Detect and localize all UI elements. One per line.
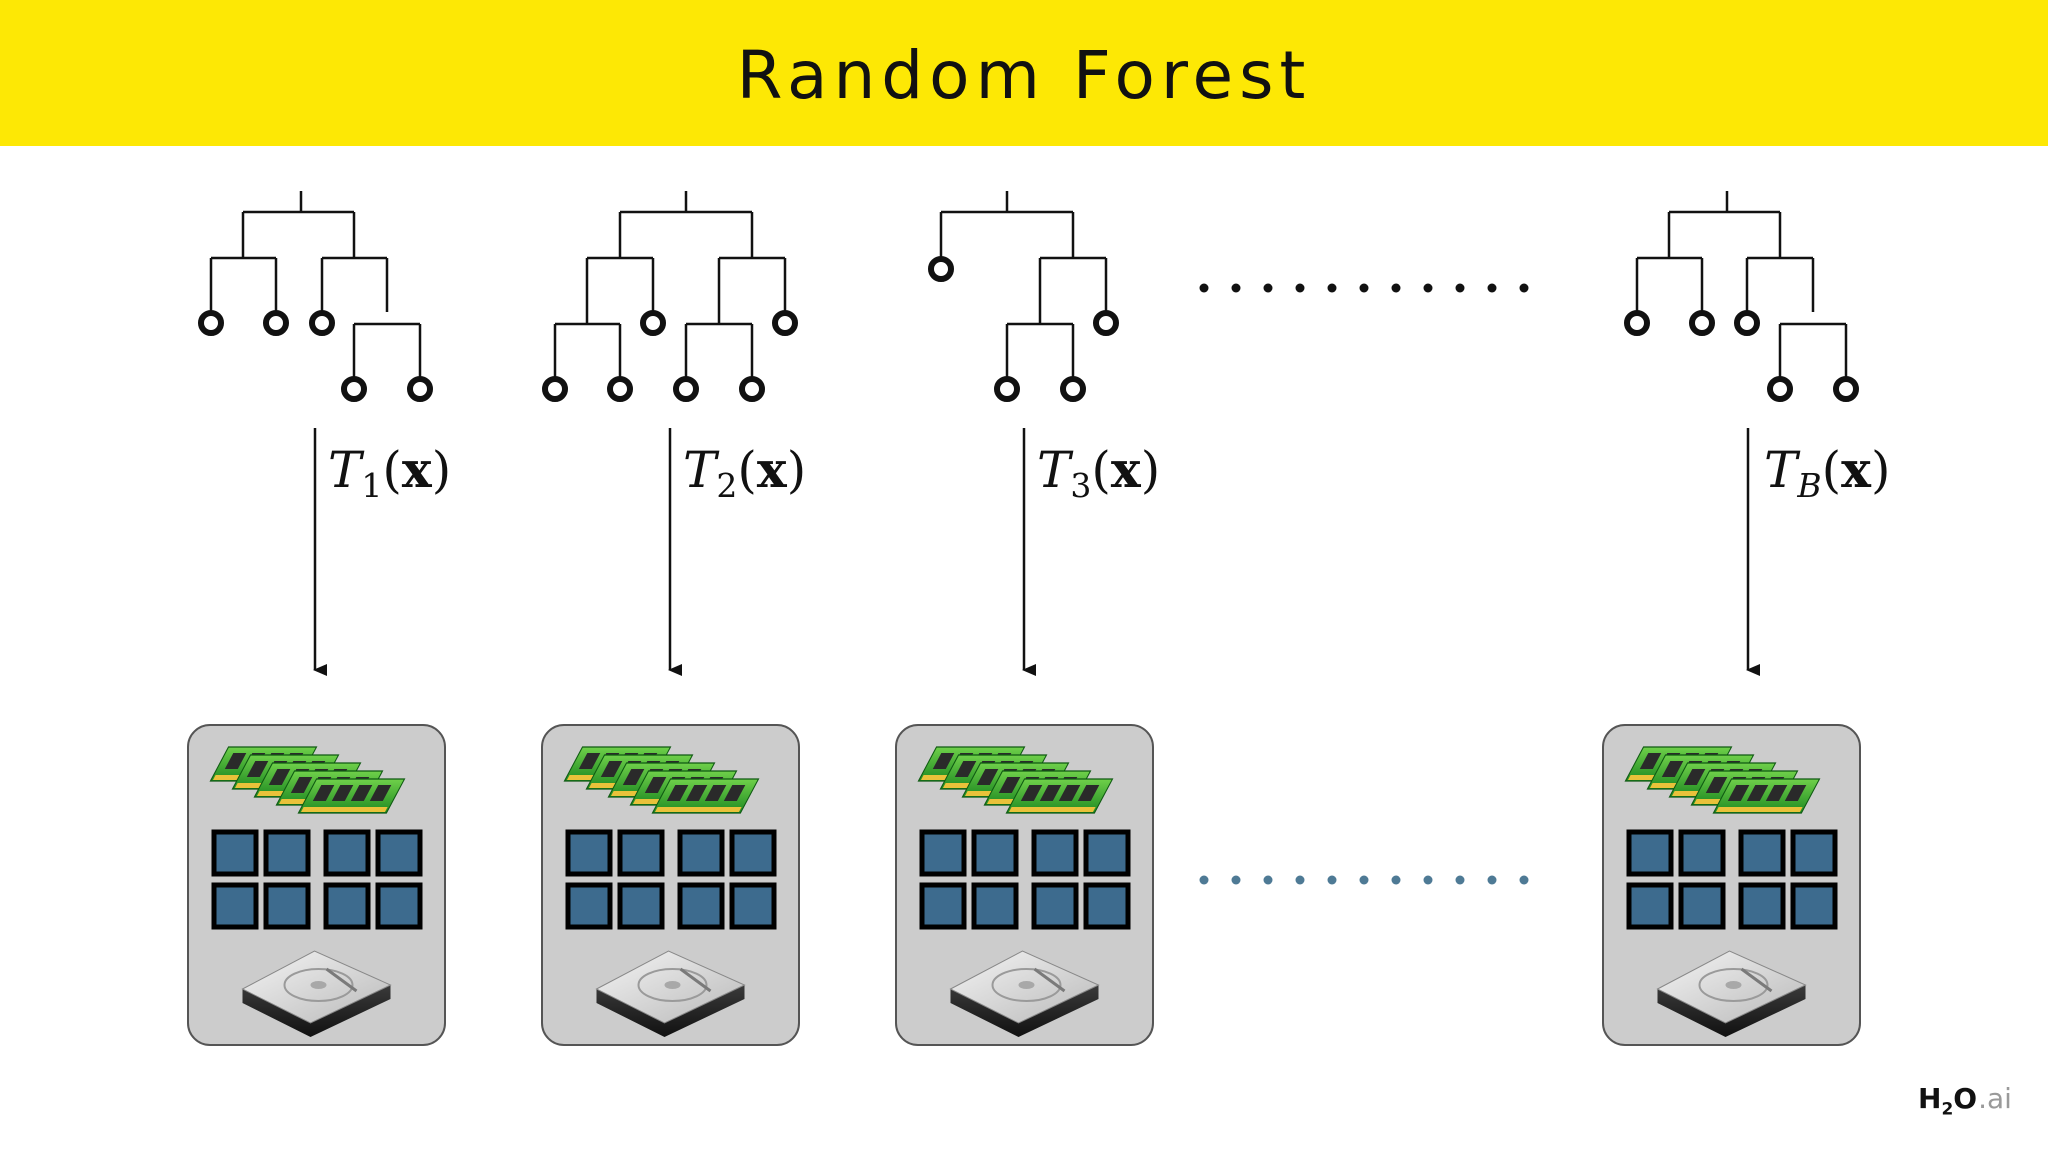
- compute-node-4: [1602, 724, 1861, 1046]
- tree-label-2: T2(x): [683, 440, 806, 505]
- leaf-node: [309, 310, 335, 336]
- tree-label-3: T3(x): [1037, 440, 1160, 505]
- cpu-cores-icon: [565, 829, 777, 930]
- memory-icon: [917, 746, 1114, 814]
- compute-node-2: [541, 724, 800, 1046]
- leaf-node: [1624, 310, 1650, 336]
- leaf-node: [198, 310, 224, 336]
- title-bar: Random Forest: [0, 0, 2048, 146]
- leaf-node: [542, 376, 568, 402]
- tree-1: [198, 191, 433, 402]
- leaf-node: [1767, 376, 1793, 402]
- hard-drive-icon: [241, 950, 392, 1037]
- cpu-cores-icon: [919, 829, 1131, 930]
- leaf-node: [928, 256, 954, 282]
- cpu-cores-icon: [1626, 829, 1838, 930]
- page-title: Random Forest: [736, 36, 1312, 114]
- leaf-node: [1060, 376, 1086, 402]
- leaf-node: [1689, 310, 1715, 336]
- compute-nodes: [187, 724, 1861, 1046]
- h2o-ai-logo: H2O.ai: [1918, 1082, 2012, 1120]
- cpu-cores-icon: [211, 829, 423, 930]
- tree-2: [542, 191, 798, 402]
- compute-node-3: [895, 724, 1154, 1046]
- tree-label-b: TB(x): [1764, 440, 1890, 505]
- tree-3: [928, 191, 1119, 402]
- leaf-node: [640, 310, 666, 336]
- leaf-node: [341, 376, 367, 402]
- leaf-node: [1833, 376, 1859, 402]
- top-ellipsis: [1199, 283, 1529, 293]
- memory-icon: [209, 746, 406, 814]
- tree-label-1: T1(x): [328, 440, 451, 505]
- hard-drive-icon: [595, 950, 746, 1037]
- hard-drive-icon: [1656, 950, 1807, 1037]
- hard-drive-icon: [949, 950, 1100, 1037]
- leaf-node: [607, 376, 633, 402]
- leaf-node: [1734, 310, 1760, 336]
- leaf-node: [994, 376, 1020, 402]
- bottom-ellipsis: [1199, 875, 1529, 885]
- leaf-node: [673, 376, 699, 402]
- leaf-node: [407, 376, 433, 402]
- leaf-node: [739, 376, 765, 402]
- compute-node-1: [187, 724, 446, 1046]
- leaf-node: [263, 310, 289, 336]
- memory-icon: [563, 746, 760, 814]
- leaf-node: [1093, 310, 1119, 336]
- tree-b: [1624, 191, 1859, 402]
- memory-icon: [1624, 746, 1821, 814]
- leaf-node: [772, 310, 798, 336]
